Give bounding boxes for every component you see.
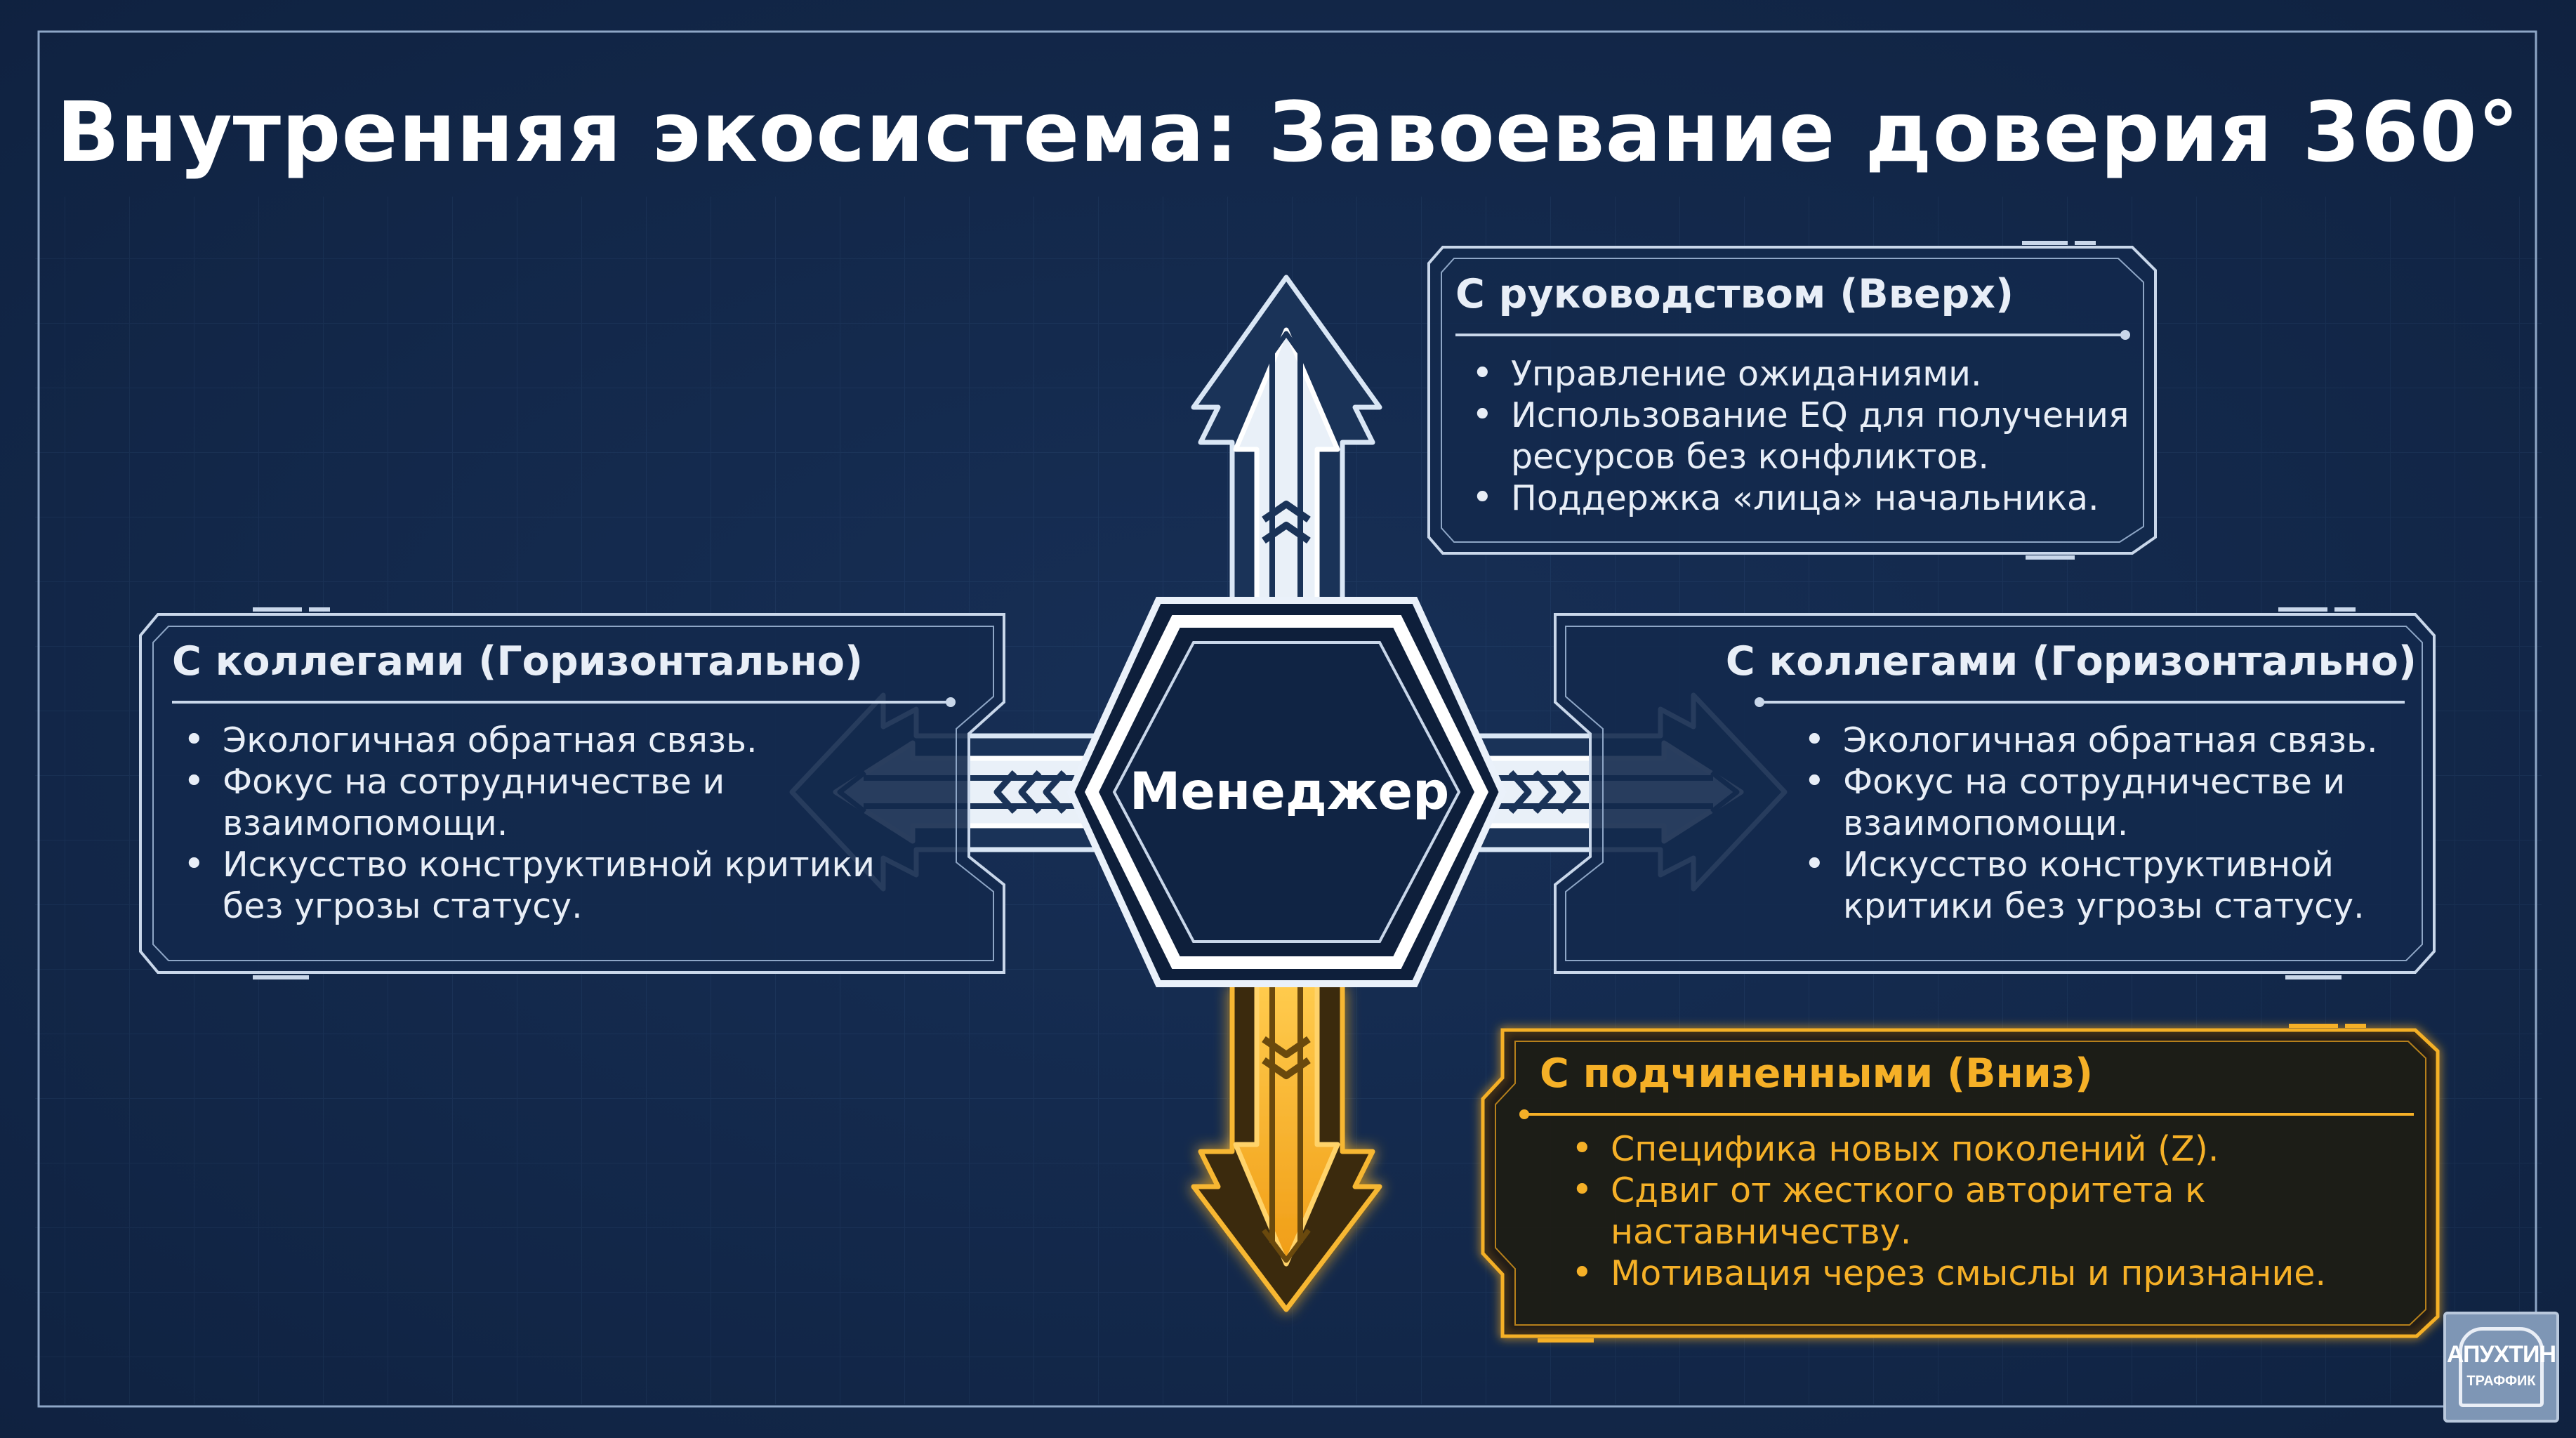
box-subordinates-divider (1519, 1109, 2414, 1119)
list-item: Управление ожиданиями. (1460, 353, 2148, 395)
center-label: Менеджер (1129, 762, 1450, 822)
list-item: Искусство конструктивной критики без угр… (172, 844, 930, 927)
list-item: Сдвиг от жесткого авторитета к наставнич… (1560, 1170, 2417, 1253)
box-management-divider (1455, 330, 2130, 340)
logo-text-line2: ТРАФФИК (2466, 1373, 2536, 1389)
list-item: Экологичная обратная связь. (1792, 720, 2424, 761)
logo-text-line1: АПУХТИН (2446, 1341, 2556, 1368)
box-subordinates-heading: С подчиненными (Вниз) (1540, 1050, 2094, 1097)
box-subordinates: С подчиненными (Вниз) Специфика новых по… (1474, 1022, 2447, 1345)
page-title: Внутренняя экосистема: Завоевание довери… (56, 84, 2520, 180)
list-item: Искусство конструктивной критики без угр… (1792, 844, 2424, 927)
box-subordinates-list: Специфика новых поколений (Z). Сдвиг от … (1560, 1128, 2417, 1294)
box-management-list: Управление ожиданиями. Использование EQ … (1460, 353, 2148, 519)
center-hexagon (1066, 597, 1507, 987)
list-item: Фокус на сотрудничестве и взаимопомощи. (1792, 761, 2424, 844)
arrow-up (1191, 275, 1382, 597)
box-peers-left-divider (172, 697, 956, 707)
list-item: Использование EQ для получения ресурсов … (1460, 395, 2148, 477)
list-item: Специфика новых поколений (Z). (1560, 1128, 2417, 1170)
list-item: Мотивация через смыслы и признание. (1560, 1253, 2417, 1294)
box-peers-right: С коллегами (Горизонтально) Экологичная … (1541, 604, 2443, 983)
box-management-heading: С руководством (Вверх) (1455, 271, 2014, 317)
list-item: Фокус на сотрудничестве и взаимопомощи. (172, 761, 930, 844)
box-peers-left-list: Экологичная обратная связь. Фокус на сот… (172, 720, 930, 927)
box-peers-left-heading: С коллегами (Горизонтально) (172, 638, 864, 685)
box-peers-right-divider (1755, 697, 2405, 707)
box-peers-right-list: Экологичная обратная связь. Фокус на сот… (1792, 720, 2424, 927)
arrow-down (1191, 987, 1382, 1312)
logo-frame-icon (2459, 1327, 2544, 1407)
list-item: Поддержка «лица» начальника. (1460, 477, 2148, 519)
list-item: Экологичная обратная связь. (172, 720, 930, 761)
box-peers-left: С коллегами (Горизонтально) Экологичная … (133, 604, 1018, 983)
box-management: С руководством (Вверх) Управление ожидан… (1422, 239, 2162, 562)
box-peers-right-heading: С коллегами (Горизонтально) (1725, 638, 2417, 685)
brand-logo: АПУХТИН ТРАФФИК (2443, 1312, 2559, 1423)
